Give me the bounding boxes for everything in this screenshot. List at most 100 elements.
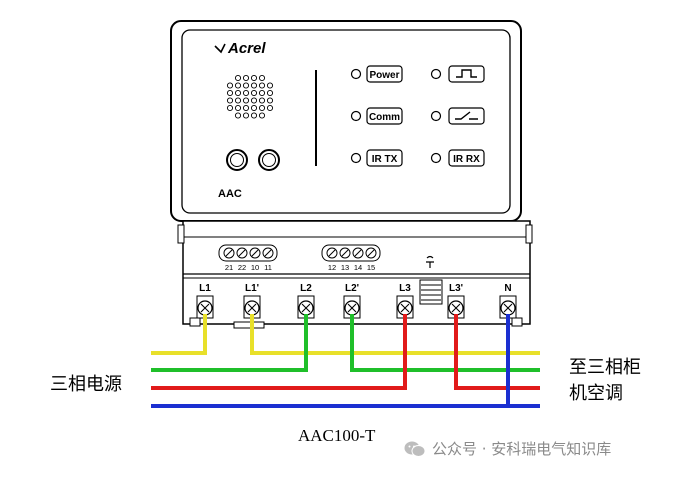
right-latch [525,224,533,244]
destination-label-line1: 至三相柜 [569,357,641,378]
source-label: 三相电源 [50,374,122,395]
comm-led-icon [350,110,362,122]
power-led-icon [350,68,362,80]
upper-terminal-label: 15 [367,263,375,272]
main-terminal-label: L2' [345,283,359,294]
screw-slot [251,249,259,257]
speaker-hole [250,74,258,82]
speaker-hole [250,104,258,112]
bottom-foot-left [189,317,201,327]
speaker-hole [242,104,250,112]
pulse-led-icon [430,68,442,80]
speaker-hole [250,112,258,119]
destination-label-line2: 机空调 [569,383,623,404]
upper-terminal-label: 21 [225,263,233,272]
indicator-comm: Comm [350,107,403,125]
model-caption: AAC100-T [298,426,376,445]
model-short-label: AAC [218,188,242,200]
speaker-hole [258,74,266,82]
indicator-ir-tx: IR TX [350,149,403,167]
speaker-hole [258,104,266,112]
panel-button-left-inner [230,153,244,167]
upper-terminal-label: 11 [264,263,272,272]
speaker-hole [250,82,258,89]
speaker-hole [226,104,234,112]
speaker-hole [266,82,274,89]
panel-button-right[interactable] [258,149,280,171]
speaker-hole [266,97,274,104]
upper-terminal-label: 14 [354,263,362,272]
speaker-hole [266,104,274,112]
upper-terminal-label: 13 [341,263,349,272]
wechat-icon [404,441,426,457]
upper-terminal-block [321,244,381,262]
wiring [151,314,540,408]
main-terminal-label: N [504,283,511,294]
antenna-connector [419,255,443,305]
speaker-hole [242,112,250,119]
upper-terminal-label: 22 [238,263,246,272]
wire-l3-in [151,314,407,390]
indicator-pulse [430,65,485,83]
main-terminal-label: L3 [399,283,411,294]
indicator-ir-rx: IR RX [430,149,485,167]
speaker-hole [234,89,242,97]
speaker-hole [226,97,234,104]
speaker-hole [242,82,250,89]
screw-slot [451,303,461,313]
acrel-logo: Acrel [214,40,266,57]
wire-l1-out [250,314,540,355]
speaker-grille [226,74,274,119]
wire-l2-in [151,314,308,372]
main-terminal-label: L1 [199,283,211,294]
screw-slot [503,303,513,313]
speaker-hole [242,89,250,97]
wire-l3-out [454,314,540,390]
speaker-hole [234,104,242,112]
bottom-foot-middle [233,321,265,329]
panel-button-right-inner [262,153,276,167]
main-terminal-label: L2 [300,283,312,294]
panel-button-left[interactable] [226,149,248,171]
screw-slot [225,249,233,257]
screw-slot [341,249,349,257]
speaker-hole [250,89,258,97]
speaker-hole [258,89,266,97]
speaker-hole [242,97,250,104]
wire-l1-in [151,314,207,355]
speaker-hole [258,82,266,89]
ir-rx-led-icon [430,152,442,164]
indicator-switch [430,107,485,125]
main-terminal-label: L1' [245,283,259,294]
speaker-hole [234,74,242,82]
antenna-icon [426,255,434,268]
pulse-icon [456,69,477,78]
screw-slot [200,303,210,313]
screw-slot [264,249,272,257]
switch-led-icon [430,110,442,122]
indicator-power-label: Power [369,70,399,81]
ir-tx-led-icon [350,152,362,164]
indicator-power: Power [350,65,403,83]
watermark: 公众号 · 安科瑞电气知识库 [404,438,611,459]
speaker-hole [234,82,242,89]
screw-slot [400,303,410,313]
speaker-hole [250,97,258,104]
speaker-hole [226,82,234,89]
indicator-comm-label: Comm [369,112,400,123]
indicator-ir-rx-label: IR RX [453,154,480,165]
screw-slot [247,303,257,313]
brand-text: Acrel [227,40,266,57]
speaker-hole [258,112,266,119]
bottom-foot-right [511,317,523,327]
speaker-hole [258,97,266,104]
watermark-text: 公众号 · 安科瑞电气知识库 [432,440,612,458]
speaker-hole [242,74,250,82]
speaker-hole [266,89,274,97]
speaker-hole [234,112,242,119]
left-latch [177,224,185,244]
speaker-hole [226,89,234,97]
indicator-ir-tx-label: IR TX [372,154,398,165]
screw-slot [347,303,357,313]
